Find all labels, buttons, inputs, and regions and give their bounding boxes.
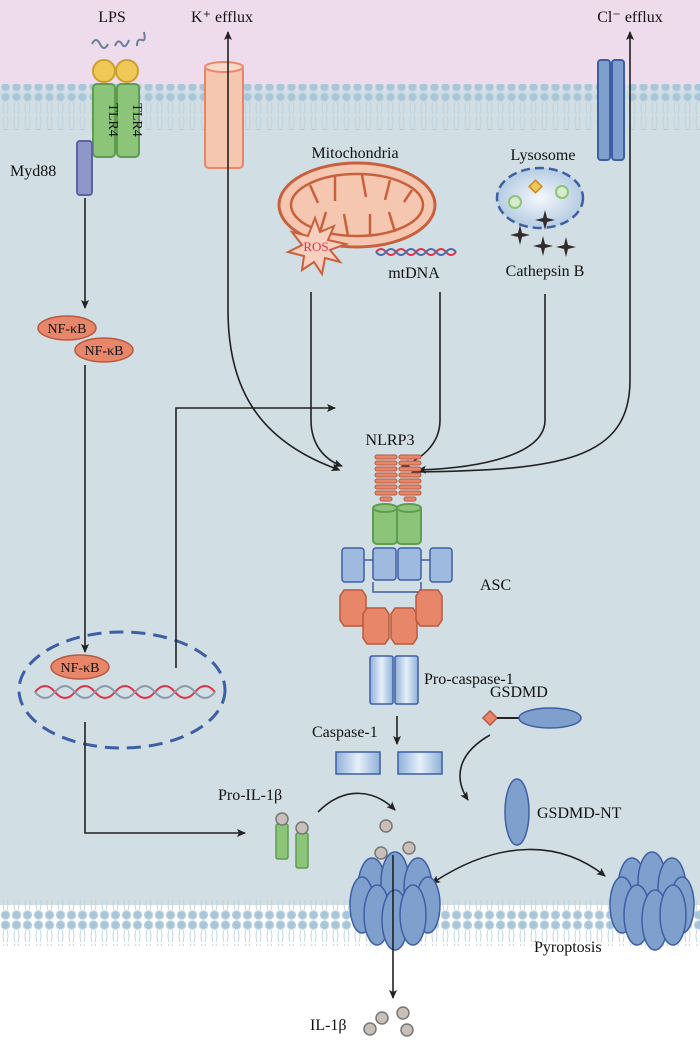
- nlrp3-label: NLRP3: [366, 432, 415, 449]
- il1b-label: IL-1β: [310, 1017, 347, 1034]
- nlrp3-lrr-domain-icon: [374, 454, 422, 502]
- nfkb-label: NF-κB: [61, 661, 100, 676]
- mitochondria-label: Mitochondria: [311, 145, 398, 162]
- chloride-channel: [597, 59, 611, 161]
- ros-burst-icon: [285, 215, 350, 277]
- gsdmd-label: GSDMD: [490, 684, 548, 701]
- pro-il1b-label: Pro-IL-1β: [218, 787, 282, 804]
- tlr4-label: TLR4: [129, 103, 144, 136]
- gsdmd-nt-domain: [481, 709, 499, 727]
- gsdmd-nt-label: GSDMD-NT: [537, 805, 622, 822]
- il1b-released-icon: [363, 1006, 414, 1037]
- gsdmd-nt: [504, 778, 530, 846]
- pro-il1b-icon: [275, 812, 309, 869]
- lps-molecules-icon: [91, 31, 146, 49]
- cathepsin-b-label: Cathepsin B: [506, 263, 585, 280]
- nucleus: [17, 630, 227, 750]
- potassium-channel: [204, 65, 244, 169]
- pro-caspase-1: [394, 655, 419, 705]
- ligand-binding-domain: [92, 59, 116, 83]
- arrow-k-efflux: [224, 31, 341, 472]
- nfkb-label: NF-κB: [48, 322, 87, 337]
- nlrp3-nacht-domain: [372, 503, 422, 545]
- caspase-1: [335, 751, 381, 775]
- asc-card-domain: [339, 589, 443, 645]
- gsdmd-ct-domain: [518, 707, 582, 729]
- potassium-channel-top: [204, 61, 244, 73]
- myd88-label: Myd88: [10, 163, 56, 180]
- arrow-cl-efflux: [411, 31, 634, 476]
- myd88-adaptor: [76, 140, 93, 196]
- pyroptosis-label: Pyroptosis: [534, 939, 602, 956]
- nfkb-label: NF-κB: [85, 344, 124, 359]
- lps-label: LPS: [98, 9, 126, 26]
- arrow-transcription-to-pro-il1b: [84, 722, 246, 837]
- ros-label: ROS: [303, 239, 328, 254]
- il1b-particles-icon: [374, 819, 416, 860]
- mtdna-label: mtDNA: [388, 265, 440, 282]
- caspase-1-label: Caspase-1: [312, 724, 378, 741]
- arrow-gsdmd-cleavage: [459, 734, 491, 801]
- ligand-binding-domain: [115, 59, 139, 83]
- pro-caspase-1: [369, 655, 394, 705]
- pyroptotic-pore-icon: [609, 851, 695, 951]
- arrow-il1b-maturation: [317, 792, 396, 813]
- nfkb-protein: [74, 337, 134, 363]
- lysosome-vesicle: [508, 195, 522, 209]
- arrow-pore-formation: [431, 848, 606, 884]
- chloride-channel: [611, 59, 625, 161]
- tlr4-receptor: [92, 83, 116, 158]
- asc-adaptor: [341, 547, 453, 593]
- cl-efflux-label: Cl⁻ efflux: [597, 9, 662, 26]
- arrow-ros-to-nlrp3: [310, 292, 343, 468]
- tlr4-label: TLR4: [105, 103, 120, 136]
- nfkb-protein: [50, 654, 110, 680]
- pro-caspase-1-label: Pro-caspase-1: [424, 671, 514, 688]
- dna-double-helix-icon: [34, 685, 216, 699]
- caspase-1: [397, 751, 443, 775]
- lysosome-vesicle: [555, 185, 569, 199]
- asc-label: ASC: [480, 577, 511, 594]
- lysosome-label: Lysosome: [511, 147, 576, 164]
- nfkb-protein: [37, 315, 97, 341]
- tlr4-receptor: [116, 83, 140, 158]
- k-efflux-label: K⁺ efflux: [191, 9, 253, 26]
- gsdmd-pore-icon: [349, 851, 441, 951]
